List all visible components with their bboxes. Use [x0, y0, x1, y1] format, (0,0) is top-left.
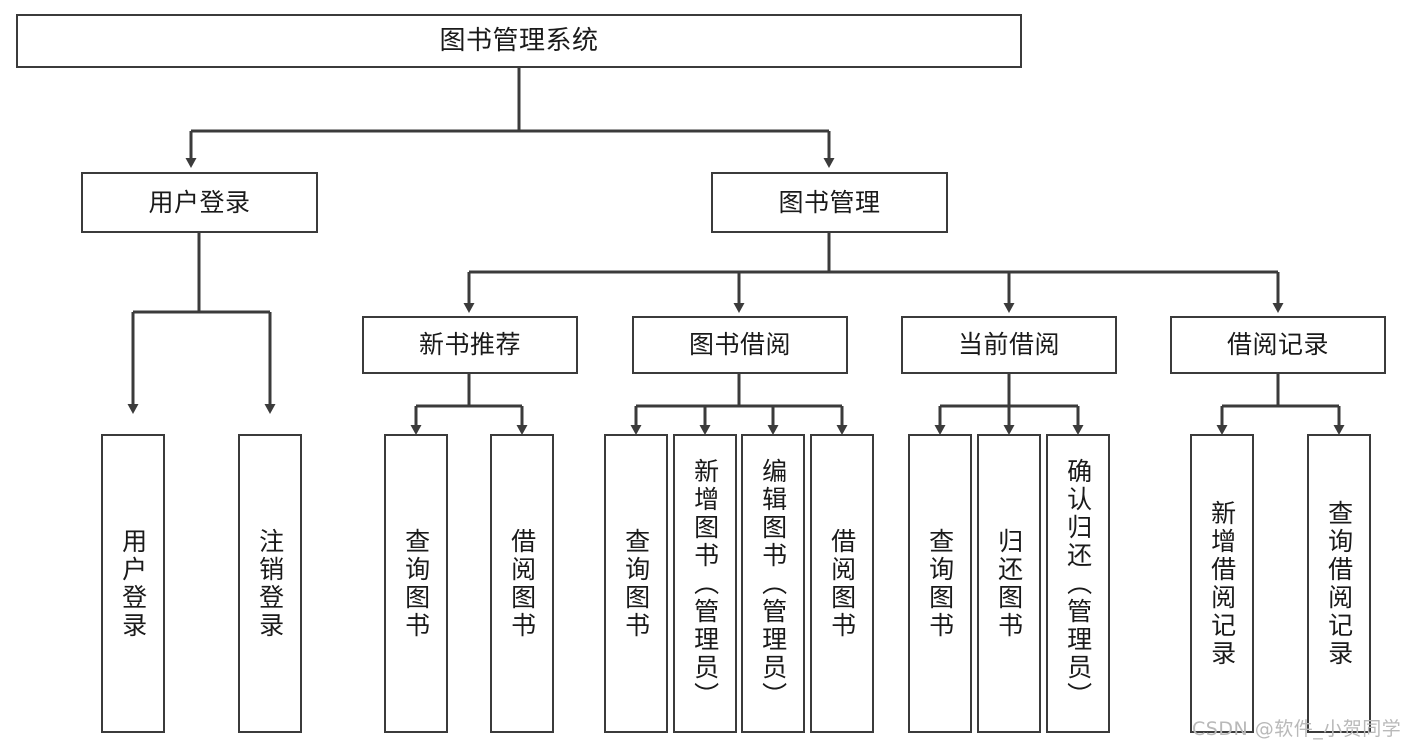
node-borrow-record[interactable]: 借阅记录	[1170, 316, 1386, 374]
leaf-user-login-logout[interactable]: 注销登录	[238, 434, 302, 733]
node-root-system[interactable]: 图书管理系统	[16, 14, 1022, 68]
leaf-current-borrow-confirm-return[interactable]: 确认归还（管理员）	[1046, 434, 1110, 733]
node-current-borrow[interactable]: 当前借阅	[901, 316, 1117, 374]
leaf-current-borrow-return[interactable]: 归还图书	[977, 434, 1041, 733]
node-book-borrow[interactable]: 图书借阅	[632, 316, 848, 374]
leaf-new-book-borrow[interactable]: 借阅图书	[490, 434, 554, 733]
leaf-user-login-login[interactable]: 用户登录	[101, 434, 165, 733]
node-book-management[interactable]: 图书管理	[711, 172, 948, 233]
node-user-login[interactable]: 用户登录	[81, 172, 318, 233]
leaf-book-borrow-add[interactable]: 新增图书（管理员）	[673, 434, 737, 733]
watermark-csdn: CSDN @软件_小贺同学	[1192, 718, 1402, 740]
leaf-book-borrow-edit[interactable]: 编辑图书（管理员）	[741, 434, 805, 733]
leaf-borrow-record-query[interactable]: 查询借阅记录	[1307, 434, 1371, 733]
node-new-book-recommend[interactable]: 新书推荐	[362, 316, 578, 374]
leaf-current-borrow-query[interactable]: 查询图书	[908, 434, 972, 733]
leaf-borrow-record-add[interactable]: 新增借阅记录	[1190, 434, 1254, 733]
leaf-book-borrow-query[interactable]: 查询图书	[604, 434, 668, 733]
leaf-book-borrow-borrow[interactable]: 借阅图书	[810, 434, 874, 733]
leaf-new-book-query[interactable]: 查询图书	[384, 434, 448, 733]
